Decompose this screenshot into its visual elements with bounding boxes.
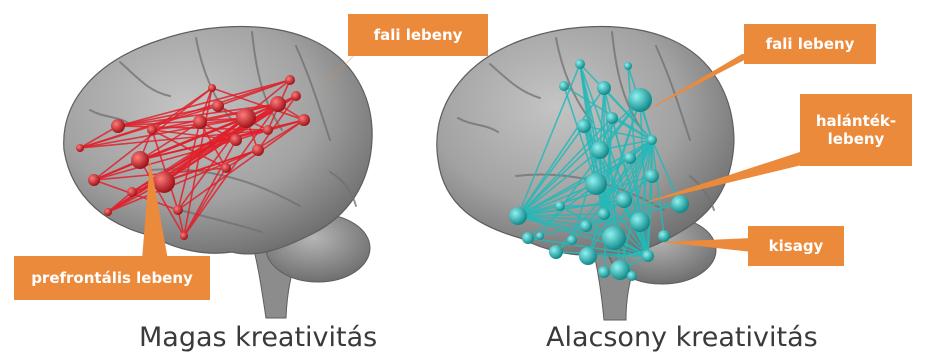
teal-node [598,208,610,220]
red-node [88,174,100,186]
teal-node [577,119,591,133]
red-node [208,84,216,92]
left-parietal-label: fali lebeny [348,14,488,56]
red-node [263,125,273,135]
red-node [131,151,149,169]
teal-node [658,230,670,242]
teal-node [630,212,650,232]
red-node [212,100,224,112]
red-node [270,96,286,112]
teal-node [597,81,611,95]
teal-node [616,192,632,208]
teal-node [598,266,610,278]
teal-node [559,81,569,91]
teal-node [555,201,565,211]
red-node [76,144,84,152]
red-node [291,91,301,101]
teal-node [610,260,630,280]
red-node [173,205,183,215]
red-node [252,144,264,156]
teal-node [624,152,636,164]
teal-node [567,235,577,245]
red-node [111,119,125,133]
red-node [104,208,112,216]
temporal-label-line2: lebeny [828,130,885,148]
teal-node [549,245,563,259]
left-caption: Magas kreativitás [139,322,377,354]
right-caption: Alacsony kreativitás [546,322,818,354]
teal-node [522,232,534,244]
right-parietal-label: fali lebeny [744,24,876,64]
teal-node [536,232,544,240]
right-cerebellum-label: kisagy [748,226,844,266]
teal-node [642,250,654,262]
temporal-label-line1: halánték- [816,112,896,130]
red-node [230,134,242,146]
left-prefrontal-label: prefrontális lebeny [14,256,210,300]
teal-node [645,169,659,183]
teal-node [628,88,652,112]
teal-node [575,59,585,69]
teal-node [509,207,527,225]
red-node [285,75,295,85]
red-node [298,114,310,126]
teal-node [606,112,618,124]
teal-node [602,226,626,250]
teal-node [627,271,637,281]
red-node [147,125,157,135]
red-node [193,115,207,129]
teal-node [580,220,592,232]
red-node [127,187,137,197]
red-node [180,232,188,240]
teal-node [671,195,689,213]
teal-node [624,62,632,70]
teal-node [579,247,597,265]
red-node [236,108,256,128]
red-node [221,163,231,173]
teal-node [591,141,609,159]
right-temporal-label: halánték- lebeny [800,94,912,166]
red-node [153,171,175,193]
teal-node [585,173,607,195]
teal-node [647,135,657,145]
